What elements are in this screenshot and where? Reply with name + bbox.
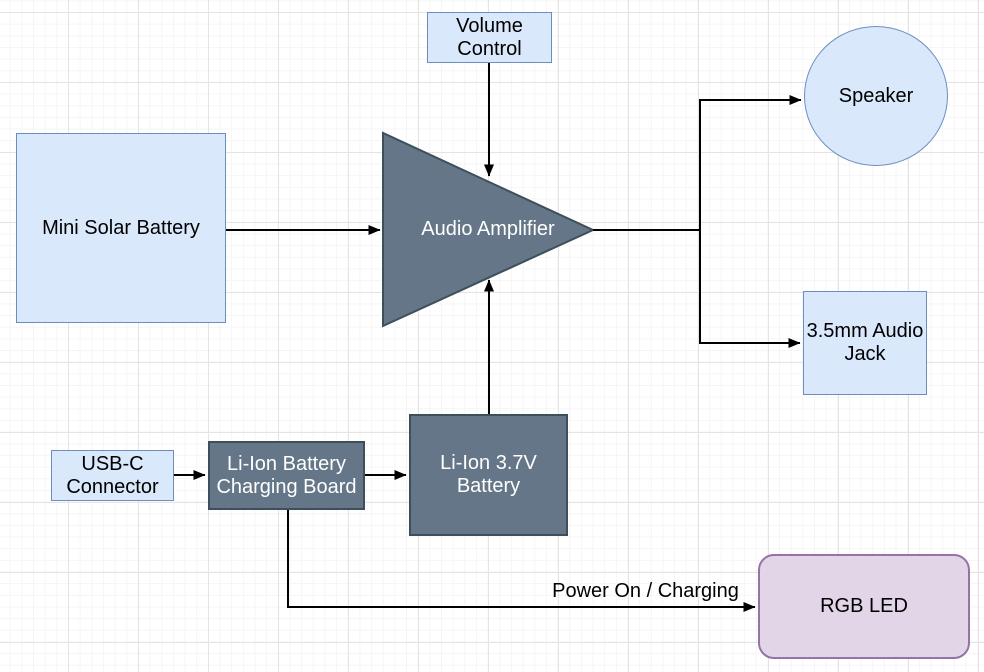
- usb-c-connector-label: USB-C Connector: [66, 452, 159, 498]
- audio-jack-label: 3.5mm Audio Jack: [806, 320, 924, 365]
- node-mini-solar-battery[interactable]: Mini Solar Battery: [16, 133, 226, 323]
- li-ion-battery-label: Li-Ion 3.7V Battery: [440, 452, 537, 497]
- volume-control-label: Volume Control: [456, 14, 523, 60]
- edge-amplifier-to-audio-jack[interactable]: [699, 230, 801, 348]
- node-volume-control[interactable]: Volume Control: [427, 12, 552, 63]
- node-li-ion-charging-board[interactable]: Li-Ion Battery Charging Board: [208, 441, 365, 510]
- power-on-charging-edge-label: Power On / Charging: [552, 580, 739, 602]
- audio-amplifier-shape[interactable]: [382, 131, 596, 328]
- node-speaker[interactable]: Speaker: [804, 26, 948, 166]
- rgb-led-label: RGB LED: [820, 595, 908, 617]
- node-rgb-led[interactable]: RGB LED: [758, 554, 970, 659]
- mini-solar-battery-label: Mini Solar Battery: [42, 216, 200, 239]
- li-ion-charging-board-label: Li-Ion Battery Charging Board: [216, 452, 357, 498]
- edge-charging-board-to-rgb-led[interactable]: [287, 510, 756, 612]
- speaker-label: Speaker: [838, 84, 914, 107]
- node-li-ion-battery[interactable]: Li-Ion 3.7V Battery: [409, 414, 568, 536]
- edge-amplifier-to-speaker[interactable]: [593, 95, 802, 231]
- node-audio-jack[interactable]: 3.5mm Audio Jack: [803, 291, 927, 395]
- node-usb-c-connector[interactable]: USB-C Connector: [51, 450, 174, 501]
